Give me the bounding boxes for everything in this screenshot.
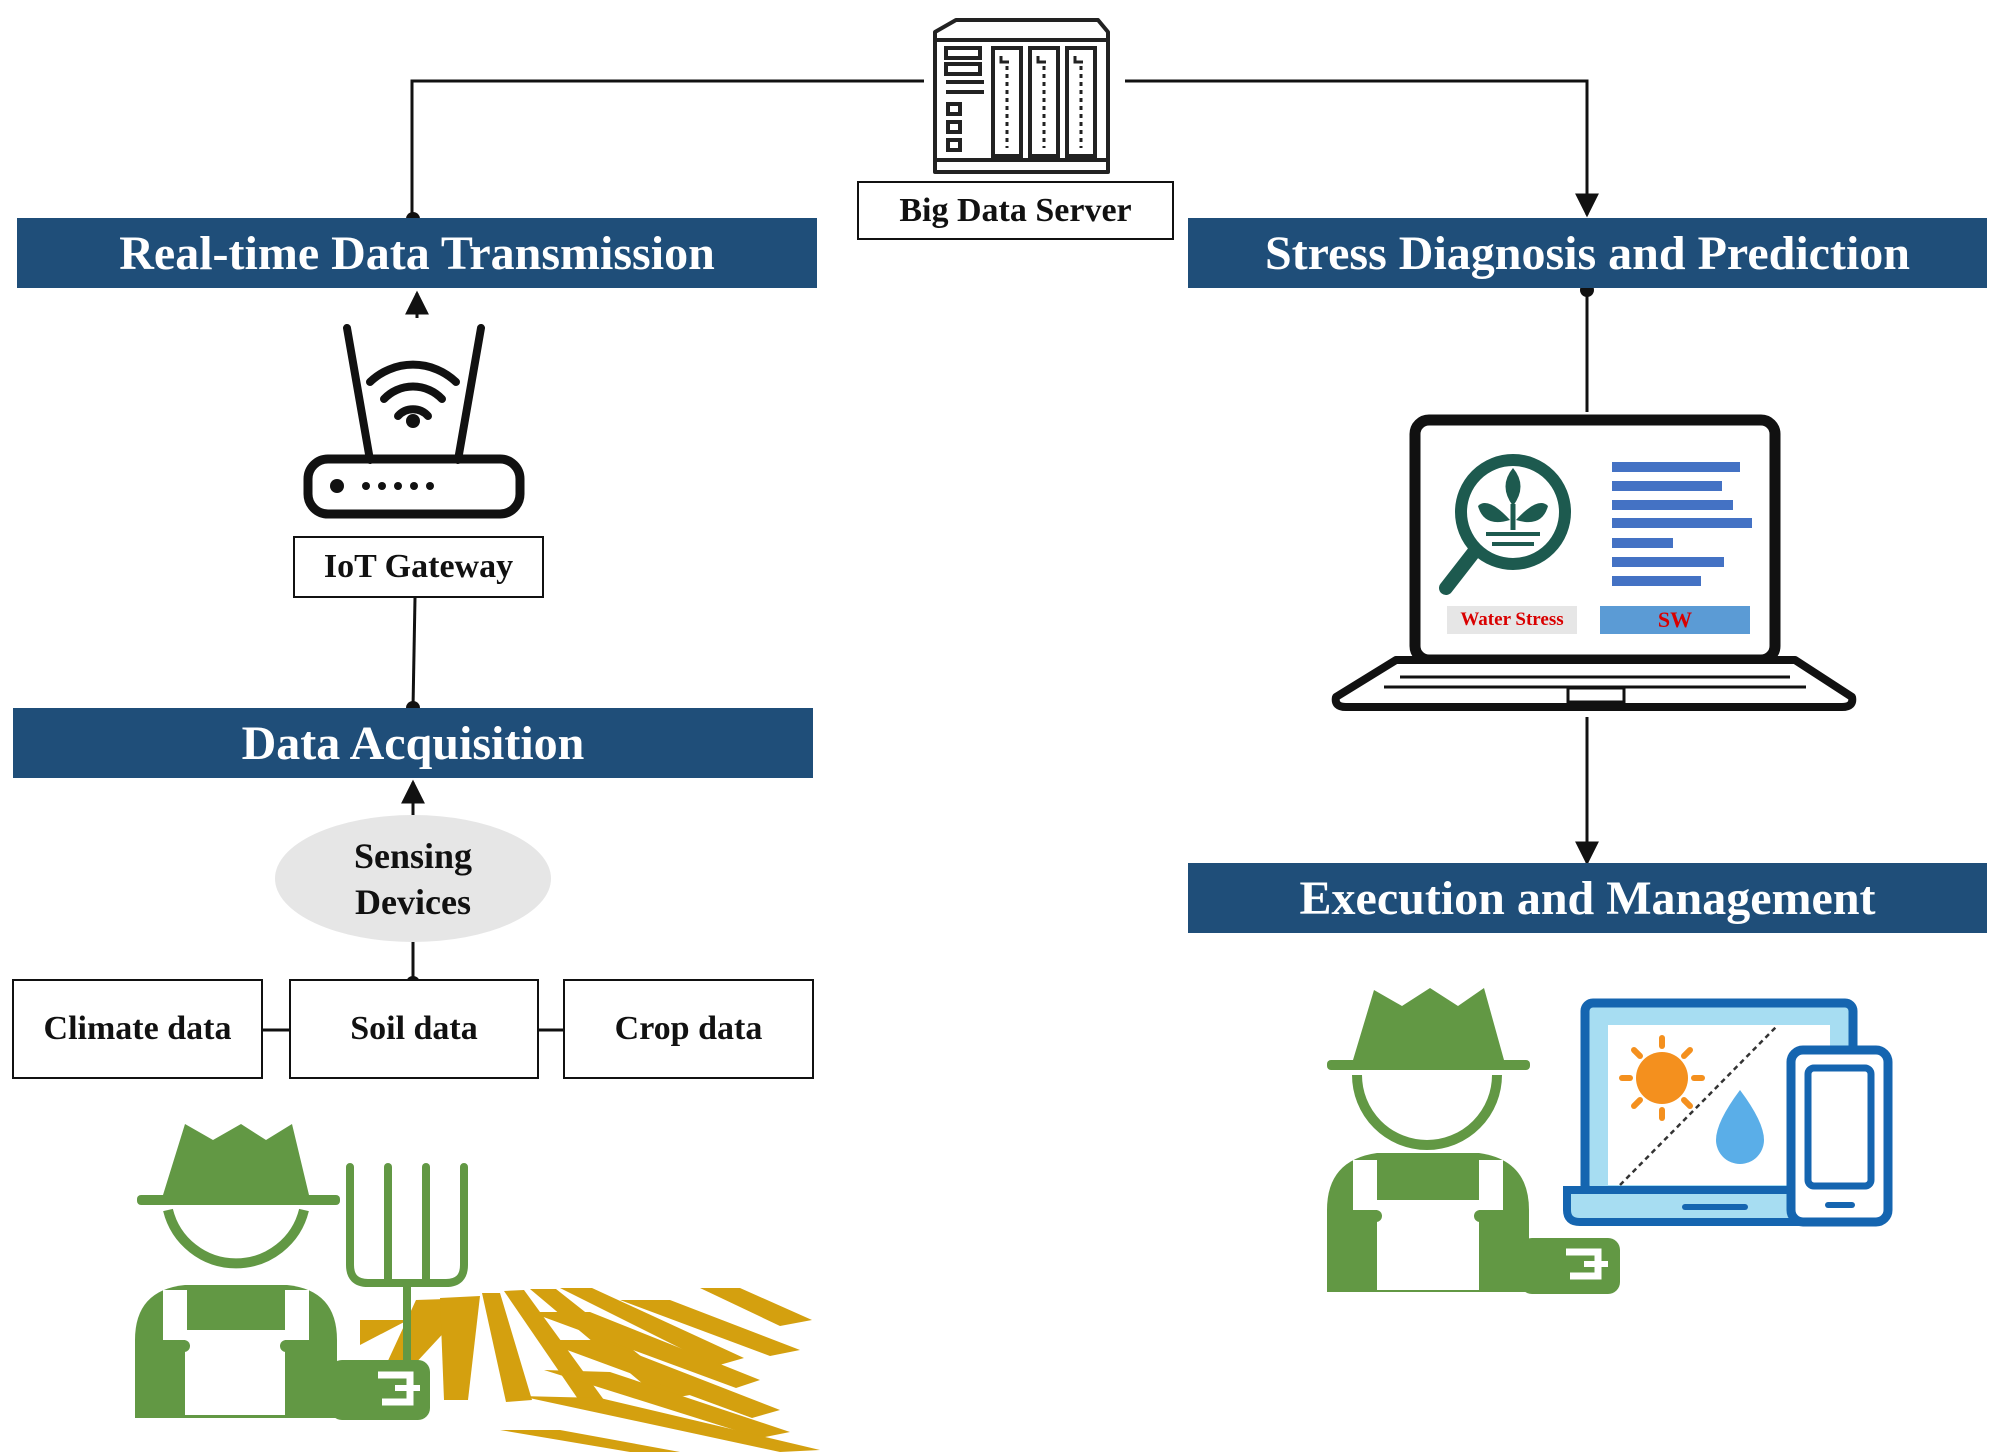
crop-data-box: Crop data — [563, 979, 814, 1079]
server-to-transmission-line — [410, 79, 924, 220]
sw-tag: SW — [1657, 607, 1693, 632]
plant-magnifier-icon — [1439, 454, 1571, 595]
laptop-icon — [1331, 414, 1857, 711]
gateway-label: IoT Gateway — [293, 536, 544, 598]
server-rack-icon — [933, 18, 1110, 174]
stage-banner-transmission: Real-time Data Transmission — [17, 218, 817, 288]
sensing-devices-node: Sensing Devices — [275, 815, 551, 942]
report-bars — [1612, 462, 1752, 586]
stage-banner-stress: Stress Diagnosis and Prediction — [1188, 218, 1987, 288]
farmer-icon — [135, 1124, 430, 1420]
soil-data-box: Soil data — [289, 979, 539, 1079]
water-stress-tag: Water Stress — [1460, 609, 1564, 630]
pitchfork-icon — [346, 1163, 468, 1394]
sensing-line-1: Sensing — [353, 835, 473, 876]
smartphone-icon — [1786, 1045, 1893, 1227]
stage-banner-acquisition: Data Acquisition — [13, 708, 813, 778]
sensing-line-2: Devices — [355, 881, 471, 922]
gateway-to-acquisition-line — [411, 597, 417, 709]
crop-field-icon — [360, 1288, 820, 1452]
sun-icon — [1619, 1035, 1705, 1121]
stage-banner-execution: Execution and Management — [1188, 863, 1987, 933]
wifi-router-icon — [303, 324, 525, 519]
farmer-icon — [1327, 988, 1620, 1294]
climate-data-box: Climate data — [12, 979, 263, 1079]
server-to-stress-line — [1125, 79, 1599, 218]
server-label: Big Data Server — [857, 181, 1174, 240]
water-drop-icon — [1716, 1090, 1764, 1164]
